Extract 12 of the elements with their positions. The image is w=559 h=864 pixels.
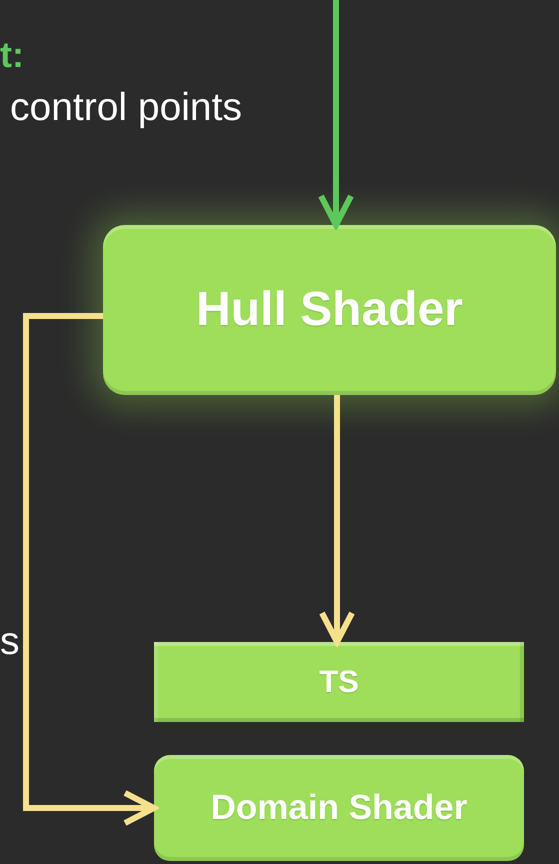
hull-shader-box <box>103 225 556 395</box>
arrow <box>23 313 157 826</box>
arrow <box>318 0 354 228</box>
stage-label: Hull Shader <box>196 282 463 338</box>
domain-shader-box <box>154 755 524 861</box>
stage-label: Domain Shader <box>210 788 468 828</box>
arrow <box>319 395 355 645</box>
stage-label: TS <box>319 664 359 700</box>
text-fragment: s <box>0 620 20 665</box>
label-text: control points <box>10 86 242 131</box>
stage-box <box>154 642 524 722</box>
heading-text: t: <box>0 34 24 76</box>
